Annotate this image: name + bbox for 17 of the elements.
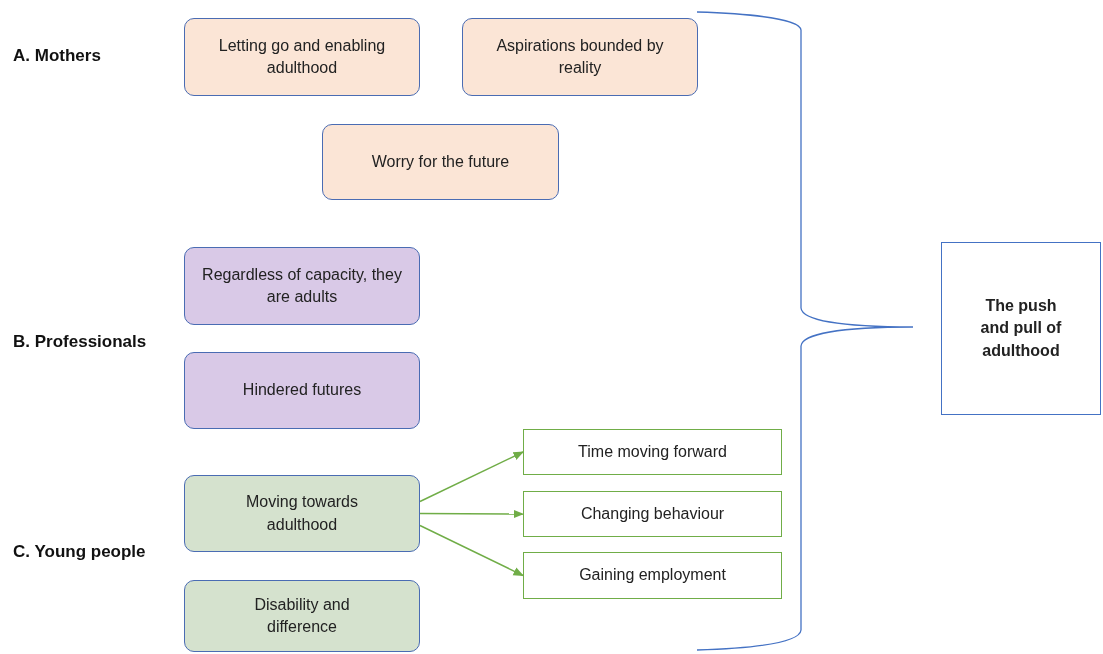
- theme-box: Worry for the future: [322, 124, 559, 200]
- arrow: [419, 451, 524, 503]
- theme-box: Letting go and enabling adulthood: [184, 18, 420, 96]
- theme-box: Disability and difference: [184, 580, 420, 652]
- subtheme-box: Time moving forward: [523, 429, 782, 475]
- group-label: C. Young people: [13, 542, 146, 562]
- group-label: B. Professionals: [13, 332, 147, 352]
- group-label: A. Mothers: [13, 46, 101, 66]
- theme-box: Aspirations bounded by reality: [462, 18, 698, 96]
- arrow: [419, 509, 525, 519]
- theme-box: Hindered futures: [184, 352, 420, 429]
- outcome-box: The push and pull of adulthood: [941, 242, 1101, 415]
- subtheme-box: Changing behaviour: [523, 491, 782, 537]
- theme-box: Moving towards adulthood: [184, 475, 420, 552]
- subtheme-box: Gaining employment: [523, 552, 782, 599]
- arrow: [419, 524, 524, 577]
- theme-box: Regardless of capacity, they are adults: [184, 247, 420, 325]
